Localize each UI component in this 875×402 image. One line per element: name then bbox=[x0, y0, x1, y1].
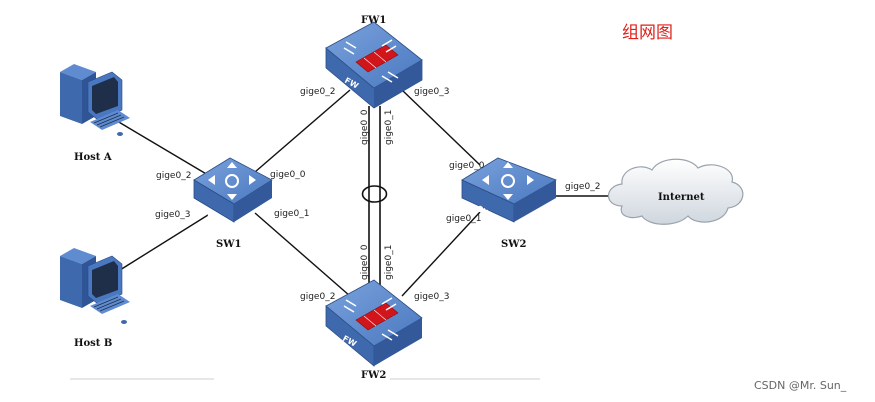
port-fw1-hb0: gige0_0 bbox=[360, 109, 370, 145]
csdn-watermark: CSDN @Mr. Sun_ bbox=[754, 379, 847, 392]
port-sw2-internet: gige0_2 bbox=[565, 182, 600, 192]
sw2-device: SW bbox=[461, 157, 557, 223]
links bbox=[111, 89, 614, 297]
pc-icon bbox=[60, 248, 130, 324]
fw2-device: FW bbox=[325, 279, 423, 367]
port-sw2-fw2: gige0_1 bbox=[446, 214, 481, 224]
firewall-icon bbox=[325, 279, 423, 367]
fw1-name: FW1 bbox=[361, 15, 386, 26]
host-a-device bbox=[60, 64, 130, 136]
link-sw1-fw2 bbox=[254, 212, 351, 297]
firewall-icon bbox=[325, 21, 423, 109]
host-b-name: Host B bbox=[74, 338, 112, 349]
internet-cloud: Internet bbox=[607, 158, 744, 225]
port-fw2-sw1: gige0_2 bbox=[300, 292, 335, 302]
link-sw1-fw1 bbox=[254, 89, 351, 173]
port-fw2-hb0: gige0_0 bbox=[360, 244, 370, 280]
sw2-name: SW2 bbox=[501, 239, 526, 250]
link-aggregation-ring bbox=[361, 185, 388, 203]
port-fw2-sw2: gige0_3 bbox=[414, 292, 449, 302]
diagram-title: 组网图 bbox=[622, 23, 673, 43]
link-hostb-sw1 bbox=[111, 214, 209, 276]
switch-icon bbox=[193, 157, 273, 223]
cloud-icon bbox=[607, 158, 744, 225]
port-fw1-hb1: gige0_1 bbox=[384, 110, 394, 145]
port-fw2-hb1: gige0_1 bbox=[384, 245, 394, 280]
port-sw1-fw2: gige0_1 bbox=[274, 209, 309, 219]
port-sw1-fw1: gige0_0 bbox=[270, 170, 306, 180]
port-fw1-sw1: gige0_2 bbox=[300, 87, 335, 97]
fw2-name: FW2 bbox=[361, 370, 386, 381]
host-b-device bbox=[60, 248, 130, 324]
sw1-device: SW bbox=[193, 157, 273, 223]
port-fw1-sw2: gige0_3 bbox=[414, 87, 449, 97]
port-sw1-hosta: gige0_2 bbox=[156, 171, 191, 181]
port-sw1-hostb: gige0_3 bbox=[155, 210, 190, 220]
host-a-name: Host A bbox=[74, 152, 112, 163]
link-fw1-sw2 bbox=[401, 89, 481, 166]
port-sw2-fw1: gige0_0 bbox=[449, 161, 485, 171]
sw1-name: SW1 bbox=[216, 239, 241, 250]
switch-icon bbox=[461, 157, 557, 223]
pc-icon bbox=[60, 64, 130, 136]
internet-label: Internet bbox=[658, 192, 705, 203]
port-labels: gige0_2 gige0_3 gige0_0 gige0_1 gige0_2 … bbox=[155, 87, 600, 302]
link-fw2-sw2 bbox=[401, 211, 481, 297]
link-hosta-sw1 bbox=[111, 117, 209, 176]
